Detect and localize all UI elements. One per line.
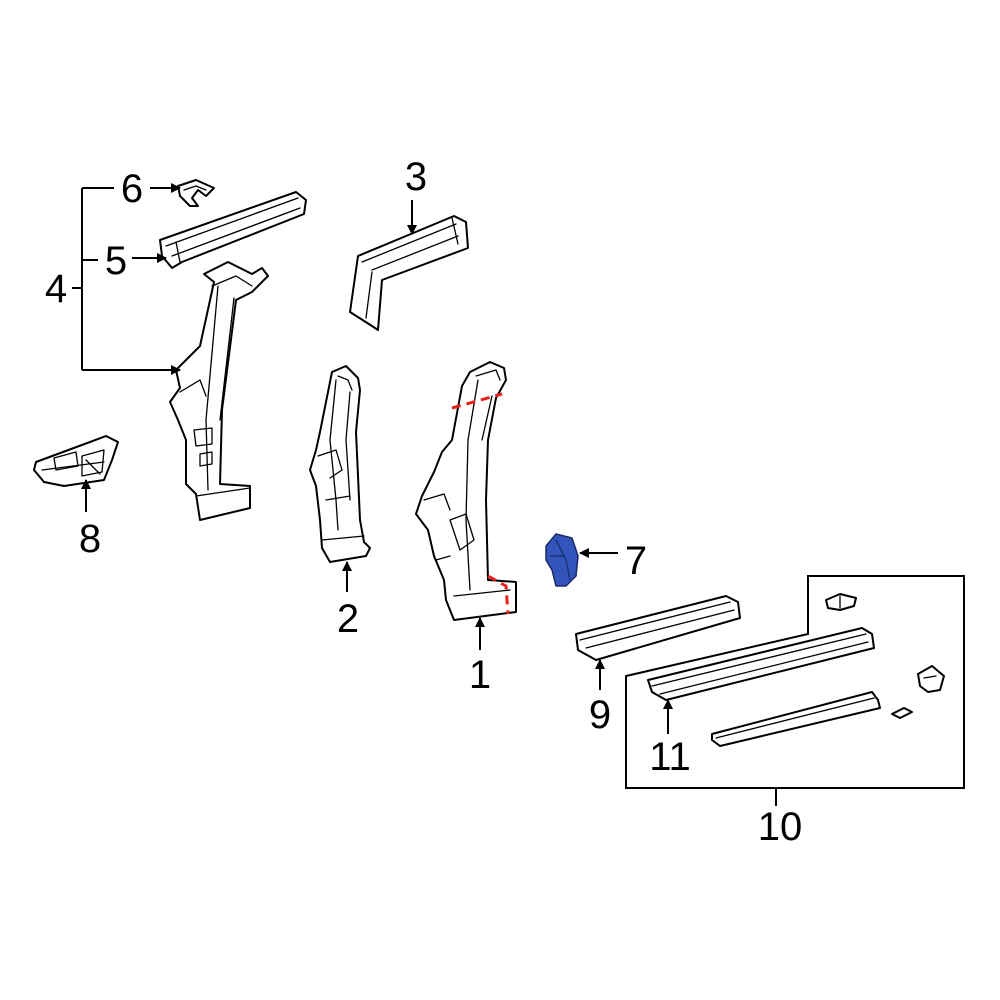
callout-10: 10 <box>758 805 803 849</box>
part-10-small-clip[interactable] <box>825 593 857 611</box>
part-4-front-pillar[interactable] <box>169 261 269 521</box>
part-10-small-plate[interactable] <box>891 707 913 719</box>
part-10-rocker-inner[interactable] <box>711 691 881 747</box>
part-8-bracket[interactable] <box>33 435 119 487</box>
part-1-center-pillar-outer[interactable] <box>415 361 517 621</box>
part-6-bracket[interactable] <box>177 179 215 207</box>
callout-11: 11 <box>649 735 691 779</box>
callout-7: 7 <box>625 539 647 583</box>
callout-4: 4 <box>45 267 67 311</box>
callout-6: 6 <box>121 167 143 211</box>
callout-3: 3 <box>405 155 427 199</box>
callout-5: 5 <box>105 239 127 283</box>
part-10-kit-box <box>625 575 965 789</box>
part-10-bracket[interactable] <box>917 665 945 693</box>
cut-line-upper <box>451 392 503 410</box>
part-5-roof-rail[interactable] <box>159 191 307 269</box>
callout-8: 8 <box>79 517 101 561</box>
callout-2: 2 <box>337 597 359 641</box>
part-7-fill <box>545 533 579 587</box>
part-2-center-pillar-inner[interactable] <box>309 365 371 563</box>
part-11-rocker-outer[interactable] <box>647 627 875 701</box>
part-9-rocker-rail[interactable] <box>575 595 741 661</box>
part-3-upper-reinforcement[interactable] <box>349 215 469 331</box>
callout-1: 1 <box>469 653 491 697</box>
part-7-reinforcement-highlighted[interactable] <box>545 533 579 587</box>
cut-line-lower <box>487 574 510 615</box>
callout-9: 9 <box>589 693 611 737</box>
